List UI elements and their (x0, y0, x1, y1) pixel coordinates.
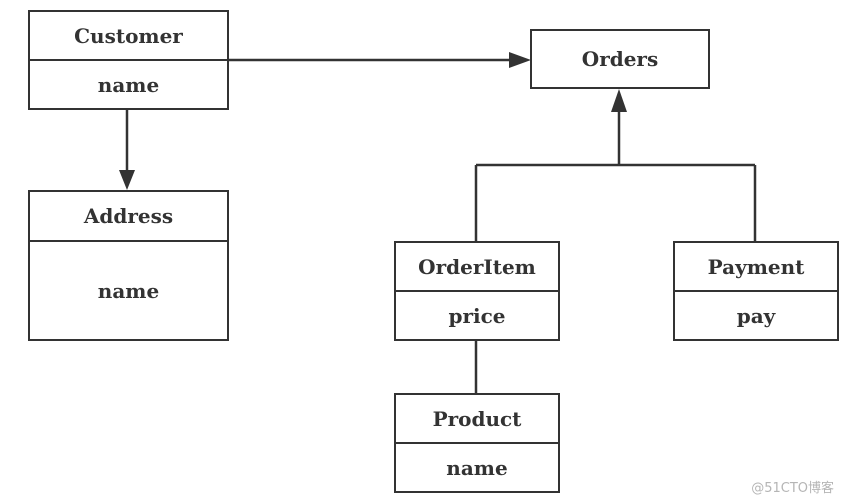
orderitem-class-attribute: price (396, 290, 558, 339)
product-class-box: Product name (394, 393, 560, 493)
customer-class-attribute: name (30, 59, 227, 108)
product-class-title: Product (432, 406, 522, 431)
arrowhead-address-top (119, 170, 135, 190)
watermark-text: @51CTO博客 (751, 481, 834, 496)
orders-class-box: Orders (530, 29, 710, 89)
customer-class-box: Customer name (28, 10, 229, 110)
customer-class-title: Customer (74, 23, 183, 48)
payment-class-attribute: pay (675, 290, 837, 339)
orders-class-title: Orders (581, 47, 659, 71)
product-class-attribute: name (396, 442, 558, 491)
orderitem-class-title: OrderItem (418, 254, 536, 279)
address-class-box: Address name (28, 190, 229, 341)
payment-class-box: Payment pay (673, 241, 839, 341)
orderitem-class-box: OrderItem price (394, 241, 560, 341)
arrowhead-orders-left (509, 52, 531, 68)
arrowhead-orders-bottom (611, 89, 627, 112)
payment-class-title: Payment (707, 254, 805, 279)
address-class-attribute: name (30, 240, 227, 339)
address-class-title: Address (83, 204, 174, 229)
